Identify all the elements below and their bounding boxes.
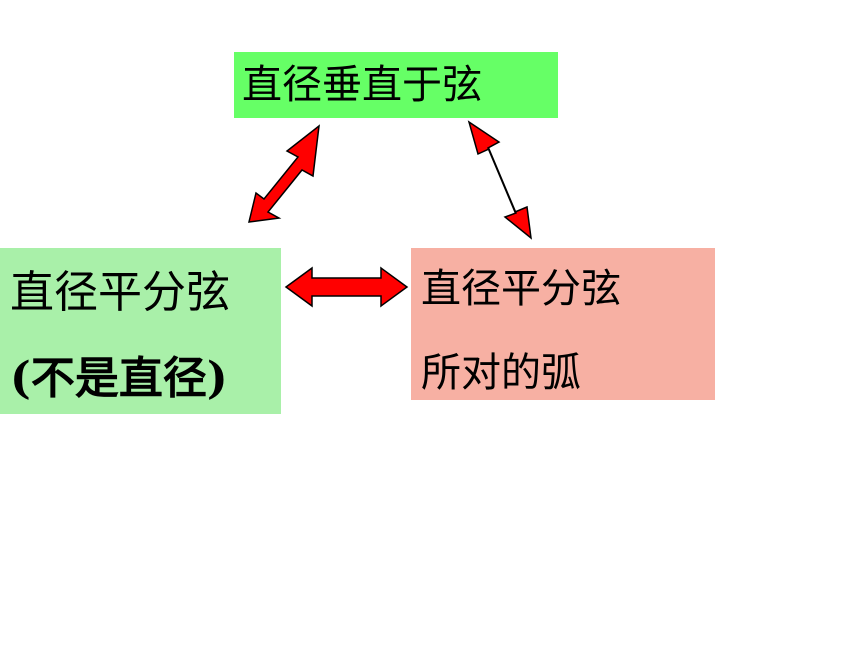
double-arrow-top-left-shape	[248, 124, 320, 223]
node-bisects-chord: 直径平分弦 (不是直径)	[0, 248, 281, 414]
node-bisects-arc: 直径平分弦 所对的弧	[411, 248, 715, 400]
double-arrow-top-right-shape	[467, 120, 532, 240]
double-arrow-left-right-shape	[284, 266, 409, 308]
node-right-line2: 所对的弧	[421, 350, 581, 396]
node-left-line1: 直径平分弦	[10, 267, 230, 318]
node-top-label: 直径垂直于弦	[242, 62, 482, 108]
node-right-line1: 直径平分弦	[421, 266, 621, 312]
node-left-line2: (不是直径)	[10, 353, 228, 404]
node-perpendicular-diameter: 直径垂直于弦	[234, 52, 558, 118]
